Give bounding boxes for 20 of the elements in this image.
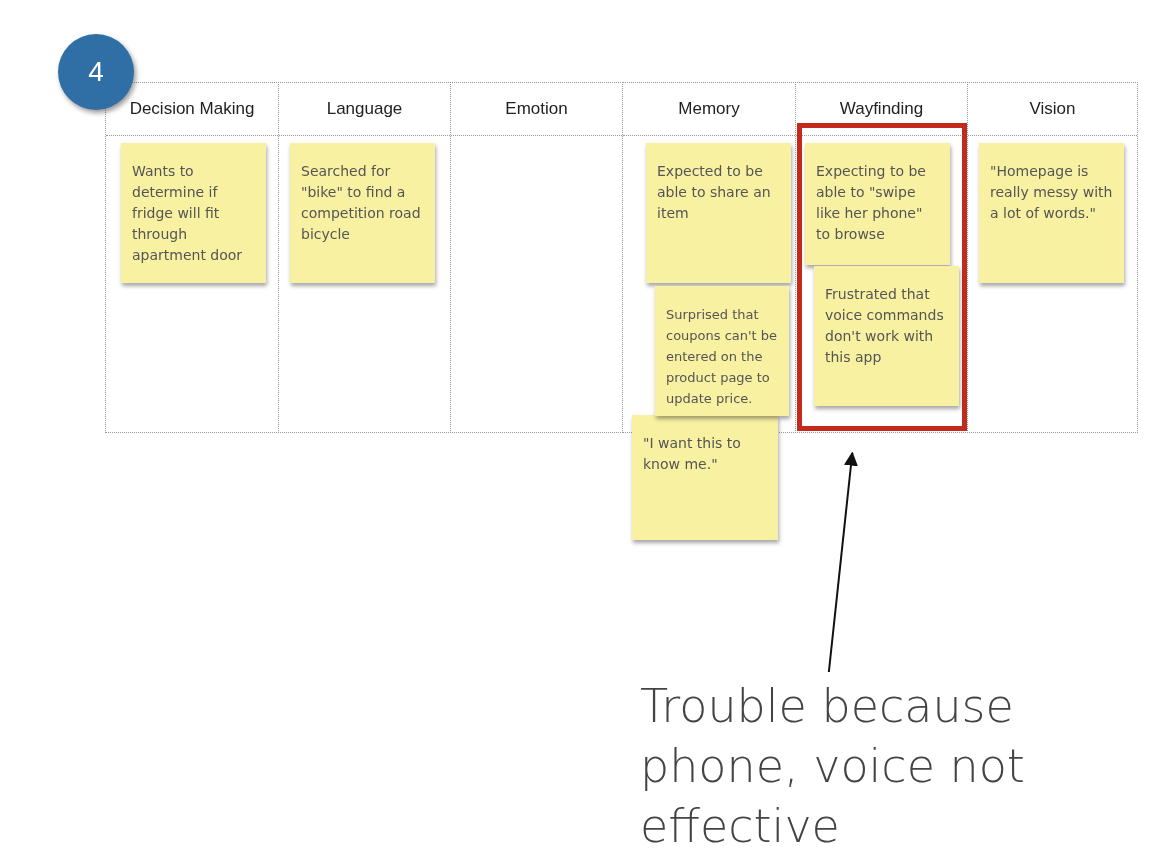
column-header: Emotion bbox=[504, 99, 569, 119]
sticky-note: "Homepage is really messy with a lot of words." bbox=[979, 143, 1124, 283]
sticky-note: Expecting to be able to "swipe like her phone" to browse bbox=[805, 143, 950, 265]
column-header: Memory bbox=[677, 99, 741, 119]
board-column bbox=[622, 82, 796, 433]
board-column bbox=[105, 82, 279, 433]
sticky-note: "I want this to know me." bbox=[632, 415, 778, 540]
annotation-text: Trouble because phone, voice not effective bbox=[640, 676, 1060, 861]
board-column bbox=[450, 82, 623, 433]
sticky-note: Searched for "bike" to find a competition road bicycle bbox=[290, 143, 435, 283]
board-column bbox=[278, 82, 451, 433]
sticky-note: Wants to determine if fridge will fit through apartment door bbox=[121, 143, 266, 283]
column-header: Wayfinding bbox=[838, 99, 925, 119]
sticky-note: Frustrated that voice commands don't work with this app bbox=[814, 266, 959, 406]
column-header: Language bbox=[325, 99, 404, 119]
arrow bbox=[827, 451, 858, 673]
column-header: Vision bbox=[1028, 99, 1077, 119]
sticky-note: Expected to be able to share an item bbox=[646, 143, 791, 283]
board-column bbox=[967, 82, 1138, 433]
sticky-note: Surprised that coupons can't be entered on the product page to update price. bbox=[655, 286, 789, 416]
